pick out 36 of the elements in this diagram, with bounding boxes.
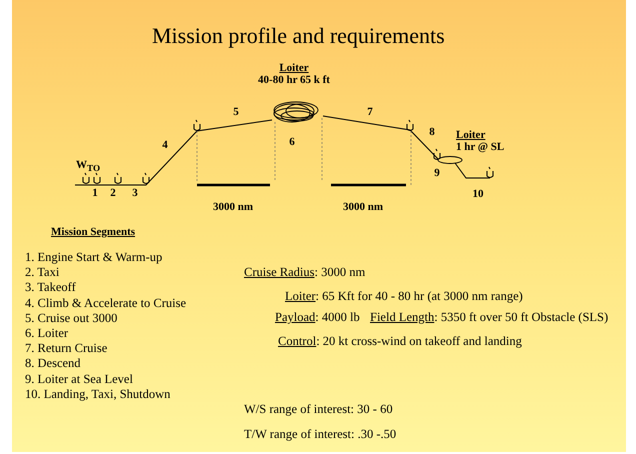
segment-number: 2	[110, 187, 116, 200]
distance-label: 3000 nm	[212, 201, 254, 214]
requirement-text: Cruise Radius: 3000 nm	[244, 266, 366, 280]
requirement-text: Loiter: 65 Kft for 40 - 80 hr (at 3000 nm range)	[285, 290, 523, 304]
requirement-text: Payload: 4000 lb	[275, 311, 360, 325]
list-item: 3. Takeoff	[25, 281, 76, 296]
list-item: 6. Loiter	[25, 327, 68, 341]
segment-number: 9	[434, 167, 440, 180]
segment-number: 3	[132, 187, 138, 200]
requirement-text: Control: 20 kt cross-wind on takeoff and landing	[278, 335, 522, 349]
range-text: T/W range of interest: .30 -.50	[244, 428, 396, 442]
heading-label: Loiter	[279, 62, 309, 74]
list-item: 10. Landing, Taxi, Shutdown	[25, 388, 170, 402]
segment-number: 7	[367, 106, 373, 118]
distance-label: 3000 nm	[342, 201, 384, 214]
segment-number: 8	[429, 126, 435, 138]
segment-number: 4	[162, 139, 168, 152]
duration-label: 1 hr @ SL	[456, 141, 504, 154]
segment-number: 10	[472, 188, 484, 200]
list-item: 8. Descend	[25, 357, 81, 372]
list-item: 5. Cruise out 3000	[25, 312, 118, 326]
segment-number: 6	[289, 136, 295, 148]
segment-number: 5	[233, 106, 239, 118]
list-item: 4. Climb & Accelerate to Cruise	[25, 296, 186, 310]
altitude-label: 40-80 hr 65 k ft	[258, 74, 330, 86]
title: Mission profile and requirements	[152, 24, 445, 48]
list-item: 7. Return Cruise	[25, 342, 108, 356]
range-text: W/S range of interest: 30 - 60	[244, 403, 393, 417]
requirement-text: Field Length: 5350 ft over 50 ft Obstacle (SLS)	[370, 311, 608, 325]
weight-label: W$_{TO}$	[76, 159, 100, 174]
segment-number: 1	[92, 187, 98, 200]
section-heading: Mission Segments	[51, 226, 136, 238]
list-item: 1. Engine Start & Warm-up	[25, 251, 162, 265]
list-item: 2. Taxi	[25, 266, 60, 280]
heading-label: Loiter	[456, 129, 486, 142]
list-item: 9. Loiter at Sea Level	[25, 372, 133, 386]
